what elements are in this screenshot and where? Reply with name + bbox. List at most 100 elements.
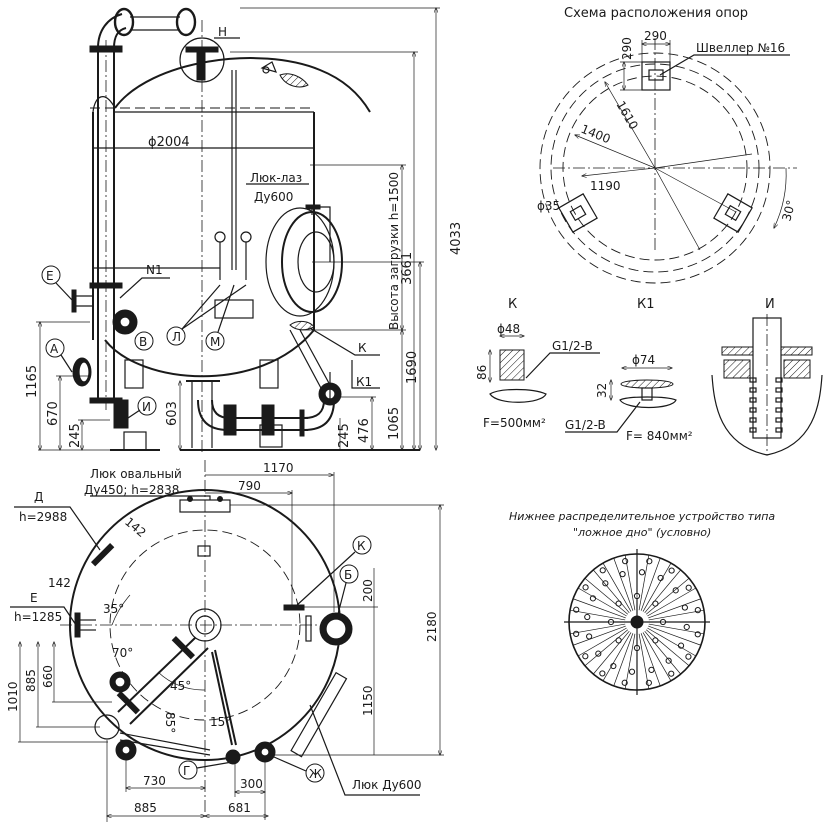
dim-681: 681 — [228, 801, 251, 815]
support-pad-top — [641, 61, 671, 91]
distributor-lateral — [569, 609, 626, 621]
distributor-lateral — [638, 554, 650, 611]
distributor-lateral — [577, 587, 627, 617]
dim-1150: 1150 — [361, 685, 375, 716]
callout-I: И — [113, 396, 157, 429]
left-dimensions: 1165 670 245 603 — [25, 322, 180, 450]
distributor-lateral — [648, 625, 702, 646]
distributor-lateral — [624, 633, 636, 690]
plan-view: Люк овальный Ду450; h=2838 Д h=2988 Е h=… — [6, 460, 444, 822]
distributor-nozzle — [599, 567, 606, 574]
callout-Zh-plan: Ж — [273, 756, 325, 783]
dim-142-a: 142 — [122, 515, 149, 540]
distributor-nozzle — [681, 604, 688, 611]
distributor-lateral — [642, 632, 672, 682]
dim-603: 603 — [165, 401, 180, 426]
callout-V: В — [112, 309, 154, 351]
distributor-nozzle — [683, 623, 690, 631]
distributor-nozzle — [665, 657, 672, 664]
callout-N1: N1 — [119, 263, 170, 299]
angle-85: 85° — [163, 712, 177, 733]
distributor-nozzle — [619, 571, 626, 578]
detail-K1-area: F= 840мм² — [626, 429, 693, 443]
supports-scheme: Схема расположения опор 290 290 Швеллер … — [537, 6, 798, 284]
distributor-nozzle — [628, 668, 636, 675]
dim-790: 790 — [238, 479, 261, 493]
distributor-nozzle — [668, 567, 675, 574]
svg-text:В: В — [139, 335, 147, 349]
distributor-lateral — [584, 629, 629, 666]
nozzle-D-label: Д — [34, 490, 43, 504]
bottom-piping — [110, 329, 420, 451]
callout-B-plan: Б — [337, 564, 359, 615]
dim-1190: 1190 — [590, 179, 621, 193]
dim-245-left: 245 — [68, 423, 83, 448]
distributor-nozzles — [569, 554, 705, 690]
callout-M: М — [205, 284, 235, 351]
distributor-lateral — [645, 629, 690, 666]
detail-K: К ϕ48 86 G1/2-B F=500мм² — [475, 297, 600, 430]
distributor-lateral — [613, 633, 634, 687]
distributor-nozzle — [582, 653, 589, 660]
oval-hatch-label: Люк овальный — [90, 467, 182, 481]
svg-text:Л: Л — [172, 330, 181, 344]
supports-title: Схема расположения опор — [564, 6, 748, 21]
svg-text:Б: Б — [344, 568, 352, 582]
detail-K1-thread: G1/2-B — [565, 418, 606, 432]
callout-K1-main: К1 — [351, 360, 380, 389]
dim-1170: 1170 — [263, 461, 294, 475]
detail-K-title: К — [508, 297, 517, 312]
angle-35: 35° — [103, 602, 124, 616]
distributor-lateral — [645, 578, 690, 615]
nozzle-E-height: h=1285 — [14, 610, 62, 624]
distributor-lateral — [602, 562, 632, 612]
distributor-nozzle — [599, 670, 606, 677]
support-width: 290 — [644, 29, 667, 43]
dim-142-b: 142 — [48, 576, 71, 590]
distributor-lateral — [640, 633, 661, 687]
distributor-nozzle — [638, 569, 646, 576]
oval-hatch-size: Ду450; h=2838 — [84, 483, 179, 497]
angle-30: 30° — [779, 199, 798, 223]
detail-K-height: 86 — [475, 365, 489, 380]
distributor-caption-2: "ложное дно" (условно) — [573, 526, 711, 539]
callout-E: Е — [41, 265, 93, 313]
dim-1065: 1065 — [387, 407, 402, 440]
detail-K1-title: К1 — [637, 297, 655, 312]
distributor-nozzle — [685, 584, 692, 591]
distributor-lateral — [640, 557, 661, 611]
distributor-nozzle — [582, 584, 589, 591]
distributor-nozzle — [622, 558, 629, 565]
svg-text:Ж: Ж — [309, 767, 322, 781]
distributor-lateral — [647, 627, 697, 657]
dim-4033: 4033 — [449, 222, 464, 255]
dim-245-right: 245 — [337, 423, 352, 448]
dim-885-v: 885 — [24, 669, 38, 692]
svg-text:N1: N1 — [146, 263, 163, 277]
svg-text:Е: Е — [46, 269, 54, 283]
distributor-nozzle — [602, 580, 609, 587]
support-height: 290 — [620, 37, 634, 60]
distributor-lateral — [644, 569, 681, 614]
distributor-lateral — [648, 598, 702, 619]
right-dimensions: 4033 3661 Высота загрузки h=1500 1690 10… — [230, 8, 464, 450]
callout-L: Л — [166, 284, 247, 346]
detail-I-title: И — [765, 297, 775, 312]
support-pad-left — [558, 193, 598, 233]
callout-G-plan: Г — [178, 760, 233, 780]
detail-I: И — [711, 297, 823, 456]
callout-K-plan: К — [295, 535, 372, 607]
slots — [749, 377, 783, 433]
svg-text:Г: Г — [183, 764, 190, 778]
distributor-lateral — [569, 623, 626, 635]
dim-200: 200 — [361, 579, 375, 602]
distributor-lateral — [572, 598, 626, 619]
hatch-label: Люк-лаз — [250, 171, 302, 185]
distributor-lateral — [577, 627, 627, 657]
loading-height: Высота загрузки h=1500 — [387, 172, 401, 330]
detail-K1-height: 32 — [595, 383, 609, 398]
callout-K-main: К — [289, 320, 380, 356]
distributor-lateral — [593, 630, 630, 675]
detail-K-thread: G1/2-B — [552, 339, 593, 353]
dim-660: 660 — [41, 665, 55, 688]
